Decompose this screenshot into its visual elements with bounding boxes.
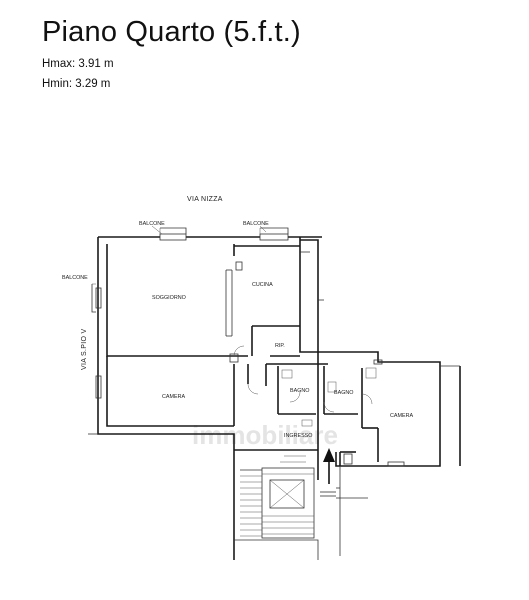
room-label-bagno-1: BAGNO — [290, 388, 309, 394]
neighbour-outline — [88, 251, 460, 556]
entrance-arrow-icon — [323, 448, 335, 484]
interior-walls — [106, 244, 379, 466]
room-label-rip: RIP. — [275, 343, 285, 349]
room-label-balcone-3: BALCONE — [62, 275, 88, 281]
room-label-balcone-2: BALCONE — [243, 221, 269, 227]
outer-walls — [97, 236, 461, 560]
room-label-balcone-1: BALCONE — [139, 221, 165, 227]
windows — [95, 233, 383, 399]
street-label-west: VIA S.PIO V — [81, 329, 88, 370]
room-label-soggiorno: SOGGIORNO — [152, 295, 186, 301]
room-label-camera-1: CAMERA — [162, 394, 185, 400]
room-label-cucina: CUCINA — [252, 282, 273, 288]
room-label-camera-2: CAMERA — [390, 413, 413, 419]
balconies — [91, 225, 289, 313]
room-label-bagno-2: BAGNO — [334, 390, 353, 396]
page-title: Piano Quarto (5.f.t.) — [42, 16, 301, 48]
watermark: immobiliare — [192, 420, 338, 450]
min-height-label: Hmin: 3.29 m — [42, 78, 111, 90]
max-height-label: Hmax: 3.91 m — [42, 58, 114, 70]
staircase — [234, 455, 319, 560]
room-label-ingresso: INGRESSO — [284, 433, 312, 439]
street-label-north: VIA NIZZA — [187, 196, 223, 203]
doors — [233, 345, 405, 467]
fixtures — [229, 261, 377, 427]
